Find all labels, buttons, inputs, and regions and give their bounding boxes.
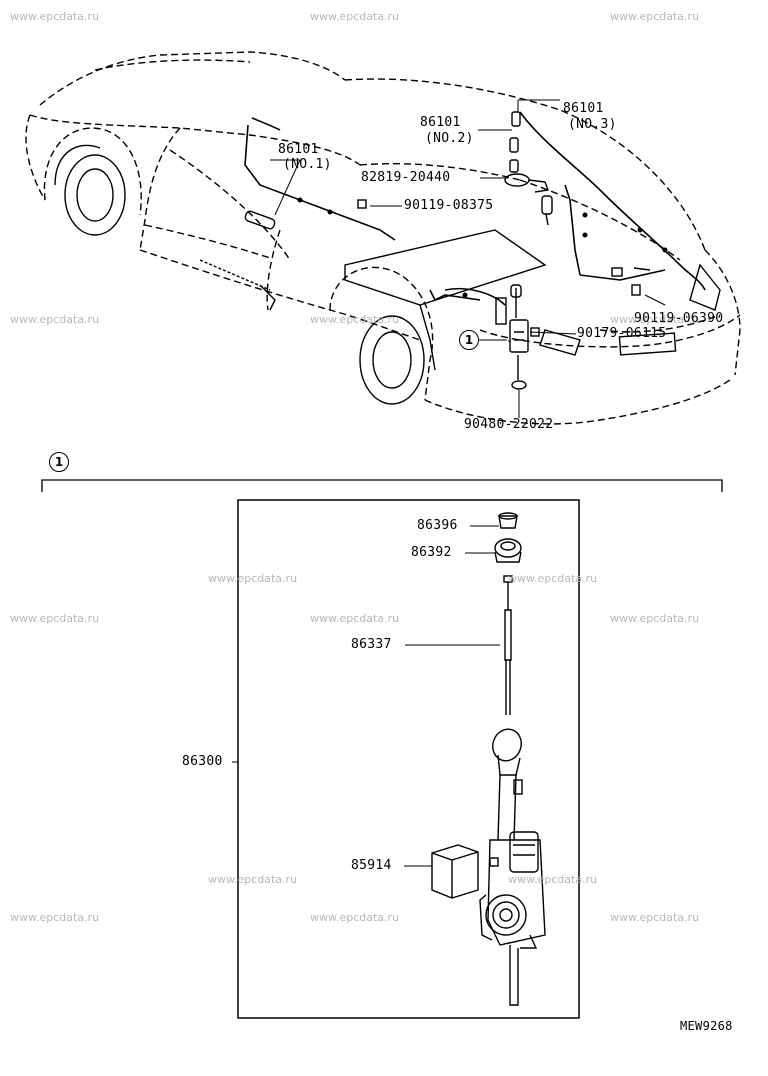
part-label-86396: 86396 bbox=[417, 518, 458, 533]
watermark: www.epcdata.ru bbox=[310, 313, 400, 326]
part-label-86101-no2: 86101 bbox=[420, 115, 461, 130]
part-label-86300: 86300 bbox=[182, 754, 223, 769]
watermark: www.epcdata.ru bbox=[508, 572, 598, 585]
part-label-86392: 86392 bbox=[411, 545, 452, 560]
watermark: www.epcdata.ru bbox=[10, 911, 100, 924]
part-label-82819-20440: 82819-20440 bbox=[361, 170, 451, 185]
watermark: www.epcdata.ru bbox=[10, 10, 100, 23]
part-label-86101-no1: 86101 bbox=[278, 142, 319, 157]
antenna-in-car bbox=[495, 284, 540, 390]
mast-86337 bbox=[503, 575, 513, 715]
relay-85914 bbox=[431, 844, 479, 899]
wire-harness bbox=[244, 111, 706, 306]
diagram-code: MEW9268 bbox=[680, 1019, 733, 1033]
watermark: www.epcdata.ru bbox=[310, 612, 400, 625]
wheels bbox=[54, 144, 425, 405]
part-label-90179-06115: 90179-06115 bbox=[577, 326, 667, 341]
leader-lines-upper bbox=[270, 99, 666, 418]
watermark: www.epcdata.ru bbox=[10, 313, 100, 326]
nut-86392 bbox=[494, 538, 522, 563]
watermark: www.epcdata.ru bbox=[610, 612, 700, 625]
part-label-90480-22022: 90480-22022 bbox=[464, 417, 554, 432]
connectors bbox=[357, 111, 651, 296]
side-trim bbox=[199, 210, 276, 311]
leader-lines-detail bbox=[232, 525, 500, 867]
watermark: www.epcdata.ru bbox=[610, 911, 700, 924]
callout-ref-1: 1 bbox=[459, 330, 479, 350]
watermark: www.epcdata.ru bbox=[310, 10, 400, 23]
cap-86396 bbox=[498, 512, 518, 529]
part-label-90119-06390: 90119-06390 bbox=[634, 311, 724, 326]
part-label-86101-no2-sub: (NO.2) bbox=[425, 131, 474, 146]
part-label-86101-no3: 86101 bbox=[563, 101, 604, 116]
watermark: www.epcdata.ru bbox=[610, 313, 700, 326]
rear-lamps bbox=[539, 263, 721, 356]
section-bracket bbox=[41, 479, 723, 492]
section-ref-1: 1 bbox=[49, 452, 69, 472]
motor-assembly-86300 bbox=[479, 728, 546, 1006]
watermark: www.epcdata.ru bbox=[508, 873, 598, 886]
watermark: www.epcdata.ru bbox=[208, 572, 298, 585]
part-label-86337: 86337 bbox=[351, 637, 392, 652]
watermark: www.epcdata.ru bbox=[610, 10, 700, 23]
harness-clips bbox=[297, 197, 668, 298]
detail-box bbox=[237, 499, 580, 1019]
car-body-outline bbox=[25, 51, 741, 425]
part-label-86101-no3-sub: (NO.3) bbox=[568, 117, 617, 132]
watermark: www.epcdata.ru bbox=[310, 911, 400, 924]
watermark: www.epcdata.ru bbox=[208, 873, 298, 886]
part-label-90119-08375: 90119-08375 bbox=[404, 198, 494, 213]
watermark: www.epcdata.ru bbox=[10, 612, 100, 625]
trunk-lid bbox=[344, 229, 547, 306]
part-label-85914: 85914 bbox=[351, 858, 392, 873]
part-label-86101-no1-sub: (NO.1) bbox=[283, 157, 332, 172]
